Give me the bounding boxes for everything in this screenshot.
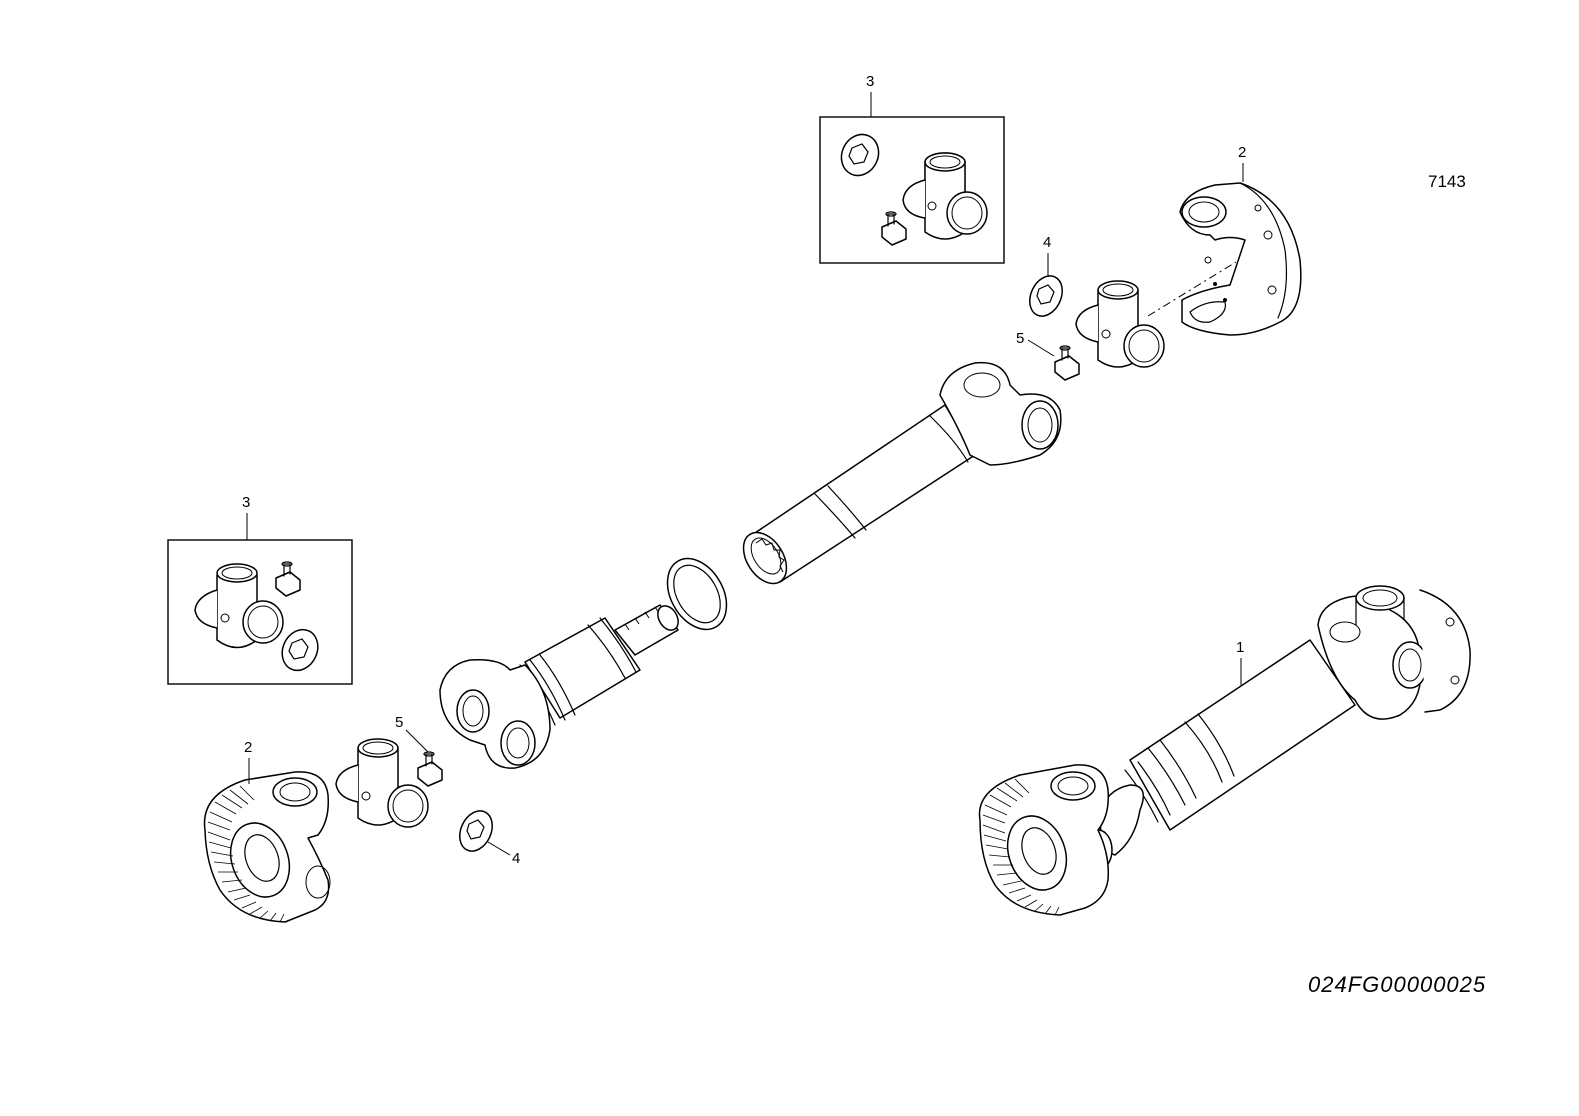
flange-yoke-top-right bbox=[1179, 182, 1302, 336]
callout-yoke-top-right: 2 bbox=[1238, 144, 1246, 182]
callout-label-assembly: 1 bbox=[1236, 639, 1244, 656]
kit-left-grease-fitting bbox=[275, 561, 301, 597]
spider-cross-top bbox=[1075, 261, 1237, 368]
grease-fitting-top bbox=[1054, 345, 1080, 381]
callout-assembly: 1 bbox=[1236, 639, 1244, 685]
shaft-splined-half-lower bbox=[439, 604, 679, 769]
shaft-tube-half-upper bbox=[742, 361, 1062, 585]
document-code: 024FG00000025 bbox=[1308, 972, 1486, 997]
flange-yoke-bottom-left bbox=[203, 771, 331, 923]
callout-label-yoke-bottom-left: 2 bbox=[244, 739, 252, 756]
lock-ring-bottom bbox=[459, 810, 493, 852]
callout-yoke-bottom-left: 2 bbox=[244, 739, 252, 784]
callout-kit-left: 3 bbox=[242, 494, 250, 540]
callout-label-fitting-top: 5 bbox=[1016, 330, 1024, 347]
seal-ring-middle bbox=[666, 557, 728, 631]
callout-ring-top: 4 bbox=[1043, 234, 1051, 277]
callout-ring-bottom: 4 bbox=[487, 841, 520, 867]
kit-left-lock-ring bbox=[281, 628, 319, 672]
grease-fitting-bottom bbox=[417, 751, 443, 787]
kit-top-grease-fitting bbox=[881, 211, 907, 246]
callout-fitting-bottom: 5 bbox=[395, 714, 429, 753]
callout-label-ring-bottom: 4 bbox=[512, 850, 520, 867]
repair-kit-box-top bbox=[819, 116, 1005, 264]
callout-fitting-top: 5 bbox=[1016, 330, 1055, 357]
yoke-bottom-left-serrations bbox=[207, 785, 285, 923]
callout-label-fitting-bottom: 5 bbox=[395, 714, 403, 731]
callout-label-kit-top: 3 bbox=[866, 73, 874, 90]
callout-label-yoke-top-right: 2 bbox=[1238, 144, 1246, 161]
kit-top-lock-ring bbox=[840, 133, 880, 177]
assembly-flange-serrations bbox=[982, 778, 1060, 916]
callout-label-kit-left: 3 bbox=[242, 494, 250, 511]
kit-top-spider-cross bbox=[902, 152, 988, 240]
callout-label-ring-top: 4 bbox=[1043, 234, 1051, 251]
repair-kit-box-left bbox=[167, 539, 353, 685]
drawing-reference-number: 7143 bbox=[1428, 172, 1466, 191]
drive-shaft-assembly bbox=[978, 585, 1471, 916]
kit-left-spider-cross bbox=[194, 563, 284, 649]
spider-cross-bottom bbox=[335, 738, 429, 828]
lock-ring-top bbox=[1029, 275, 1063, 317]
callout-kit-top: 3 bbox=[866, 73, 874, 117]
